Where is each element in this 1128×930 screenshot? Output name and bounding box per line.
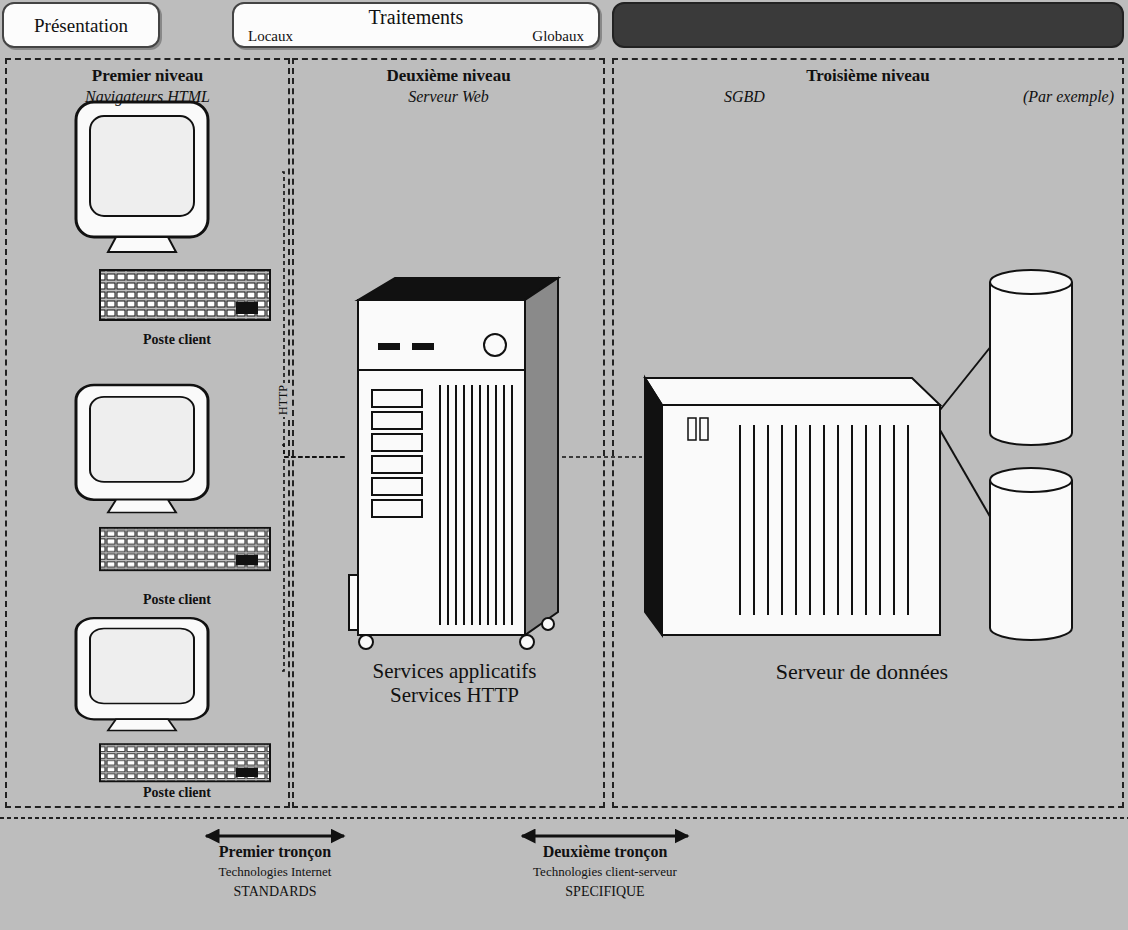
computer-icon: [76, 385, 270, 570]
segment-label: Technologies client-serveur: [533, 865, 677, 880]
dashed-rule: [0, 817, 1128, 819]
server-label: Services applicatifs Services HTTP: [347, 659, 562, 707]
tier-subtitle: SGBD: [724, 88, 765, 106]
header-box: Présentation: [2, 2, 160, 48]
tier-title: Premier niveau: [92, 66, 203, 86]
tier-title: Troisième niveau: [806, 66, 930, 86]
span-arrow: [522, 835, 688, 838]
web-server-icon: [349, 278, 558, 649]
header-text: Traitements: [369, 6, 464, 29]
client-station: Poste client: [72, 100, 282, 354]
data-server: Serveur de données: [642, 267, 1082, 697]
tier-column: Premier niveauNavigateurs HTML Poste clie…: [5, 58, 290, 808]
disk-cylinder: [990, 468, 1072, 640]
sub-header-text: Globaux: [532, 28, 584, 45]
header-box: TraitementsLocaux Globaux: [232, 2, 600, 48]
dark-header-box: [612, 2, 1124, 48]
server-label: Serveur de données: [776, 659, 948, 684]
station-label: Poste client: [143, 785, 211, 801]
segment-label: Premier tronçon: [219, 843, 331, 861]
dashed-connector: [562, 456, 642, 458]
data-server-icon: [645, 345, 992, 635]
segment-label: STANDARDS: [234, 884, 317, 900]
header-text: Présentation: [34, 15, 128, 37]
computer-icon: [76, 102, 270, 320]
sub-header-text: Locaux: [248, 28, 293, 45]
tier-subtitle: Serveur Web: [408, 88, 489, 106]
segment-label: Deuxième tronçon: [543, 843, 668, 861]
station-label: Poste client: [143, 332, 211, 348]
client-station: Poste client: [72, 617, 282, 807]
protocol-label: HTTP: [277, 383, 290, 417]
tier-title: Deuxième niveau: [386, 66, 510, 86]
tier-column: Troisième niveauSGBD (Par exemple) Serveur…: [612, 58, 1124, 808]
computer-icon: [76, 618, 270, 782]
span-arrow: [206, 835, 344, 838]
tier-note: (Par exemple): [1023, 88, 1114, 106]
tier-column: Deuxième niveauServeur WebServices appli…: [292, 58, 605, 808]
client-station: Poste client: [72, 382, 282, 614]
web-server: Services applicatifs Services HTTP: [347, 274, 562, 717]
station-label: Poste client: [143, 592, 211, 608]
segment-label: SPECIFIQUE: [565, 884, 644, 900]
disk-cylinder: [990, 270, 1072, 445]
segment-label: Technologies Internet: [219, 865, 332, 880]
tier-subtitle: Navigateurs HTML: [85, 88, 210, 106]
